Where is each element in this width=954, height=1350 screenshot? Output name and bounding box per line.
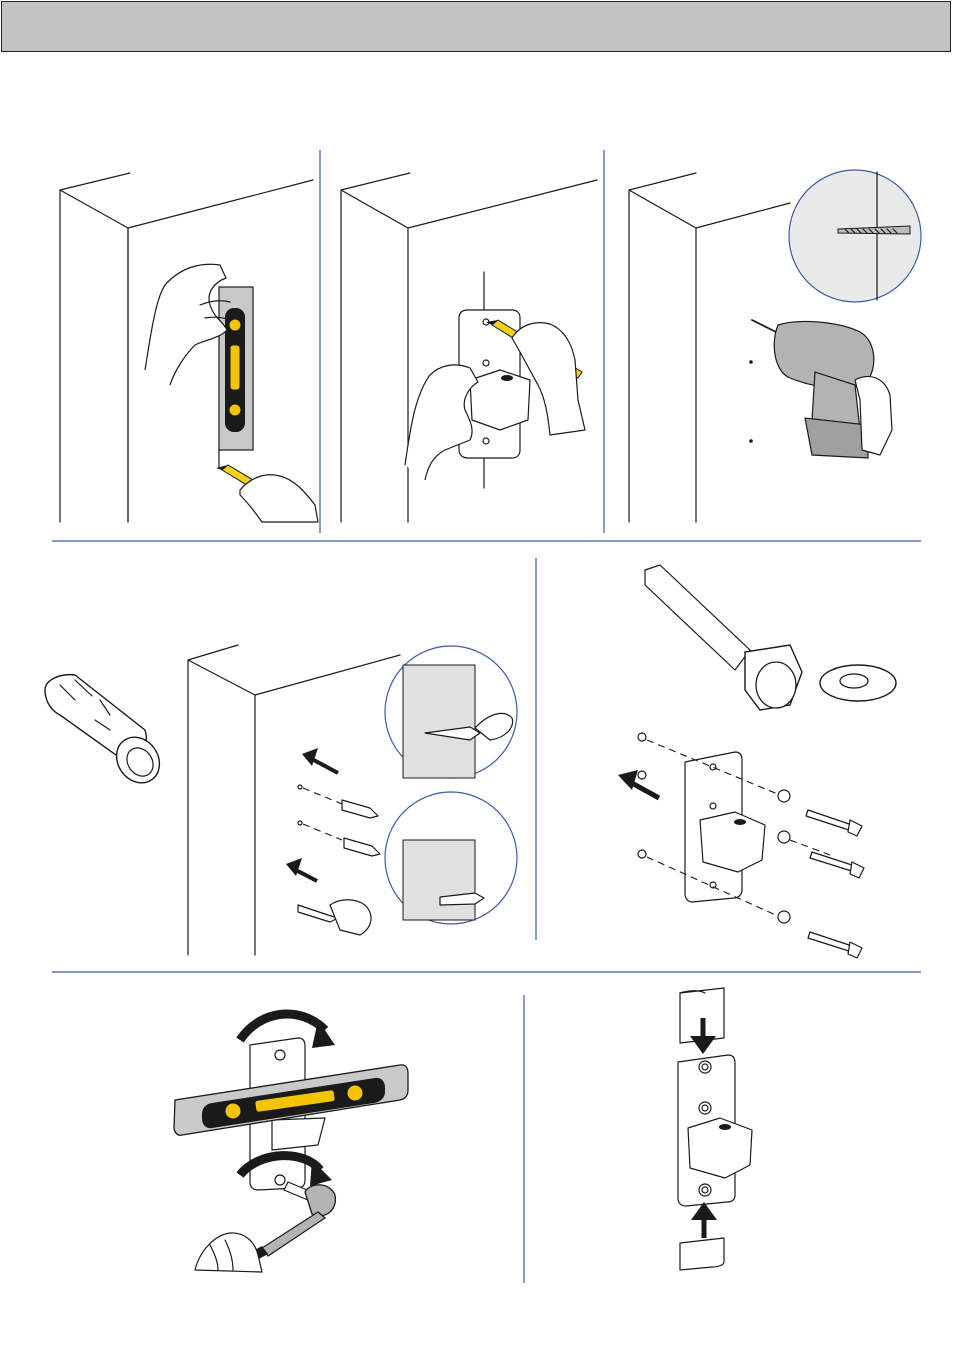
wall-plug-icon: [45, 675, 168, 791]
hand-icon: [240, 475, 318, 522]
drill-icon: [752, 320, 892, 458]
hand-icon: [195, 1233, 262, 1272]
bracket-plate-icon: [678, 1055, 752, 1206]
inserted-plug-detail-icon: [385, 792, 517, 924]
wall-corner: [629, 173, 790, 522]
step-2-mark-holes: [341, 173, 597, 522]
arrow-icon: [286, 858, 317, 881]
step-3-drill-holes: [629, 170, 921, 522]
hand-icon: [405, 365, 478, 480]
wall-plug-end-icon: [638, 733, 646, 858]
step-4-insert-plugs: [45, 645, 517, 955]
drill-bit-detail-icon: [789, 170, 921, 302]
washer-icon: [778, 790, 790, 923]
washer-icon: [820, 665, 896, 701]
hammer-detail-icon: [385, 646, 517, 778]
arrow-icon: [302, 748, 338, 773]
up-arrow-icon: [691, 1202, 717, 1238]
drill-mark-dot: [749, 439, 753, 443]
step-5-fasten-bracket: [618, 565, 896, 958]
hand-icon: [330, 900, 371, 935]
screw-icon: [806, 810, 864, 958]
drill-mark-dot: [749, 360, 753, 364]
cap-icon: [680, 1238, 724, 1270]
spirit-level-icon: [219, 287, 253, 450]
step-7-cover-caps: [678, 988, 752, 1270]
step-1-mark-with-level: [60, 173, 318, 522]
bolt-icon: [645, 565, 802, 710]
step-6-level-tighten: [174, 1014, 408, 1272]
